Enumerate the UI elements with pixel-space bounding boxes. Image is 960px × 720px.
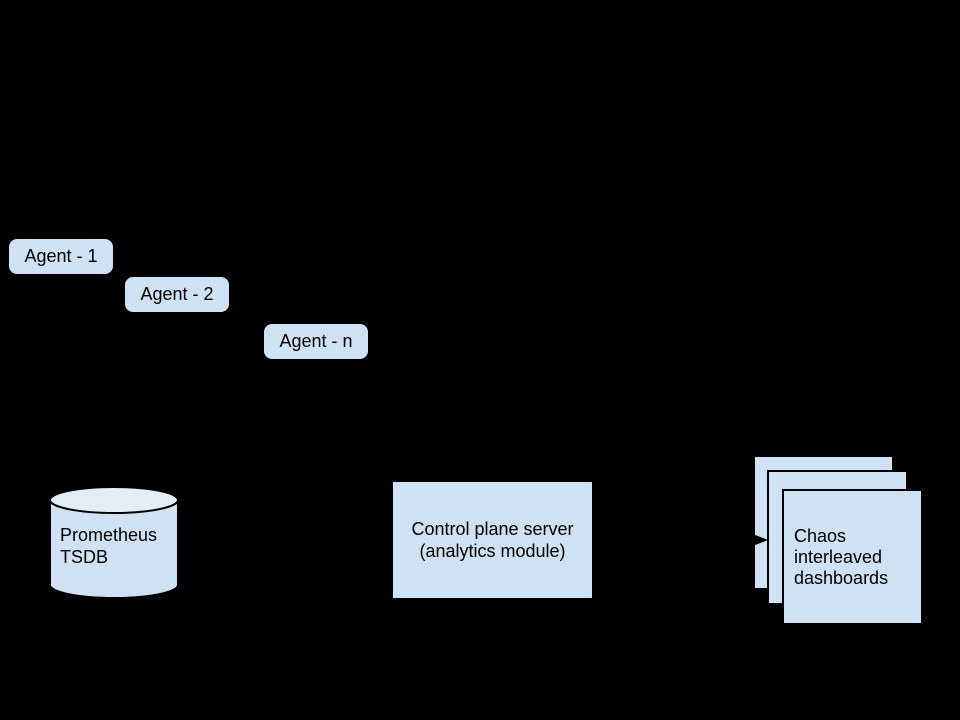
agent-1-node: Agent - 1: [9, 239, 113, 274]
agent-1-label: Agent - 1: [24, 246, 98, 266]
agent-2-node: Agent - 2: [125, 277, 229, 312]
database-cylinder-icon: [49, 486, 179, 599]
prometheus-tsdb-label: Prometheus TSDB: [60, 525, 158, 567]
agent-2-label: Agent - 2: [140, 284, 214, 304]
connector-arrowhead-icon: [750, 533, 768, 547]
dashboards-label: Chaos interleaved dashboards: [794, 525, 889, 588]
prometheus-tsdb-node: Prometheus TSDB: [48, 484, 180, 602]
control-plane-server-node: Control plane server (analytics module): [392, 481, 593, 599]
dashboard-page-front: Chaos interleaved dashboards: [782, 489, 923, 625]
agent-n-node: Agent - n: [264, 324, 368, 359]
agent-n-label: Agent - n: [279, 331, 353, 351]
control-plane-server-label: Control plane server (analytics module): [411, 519, 574, 561]
